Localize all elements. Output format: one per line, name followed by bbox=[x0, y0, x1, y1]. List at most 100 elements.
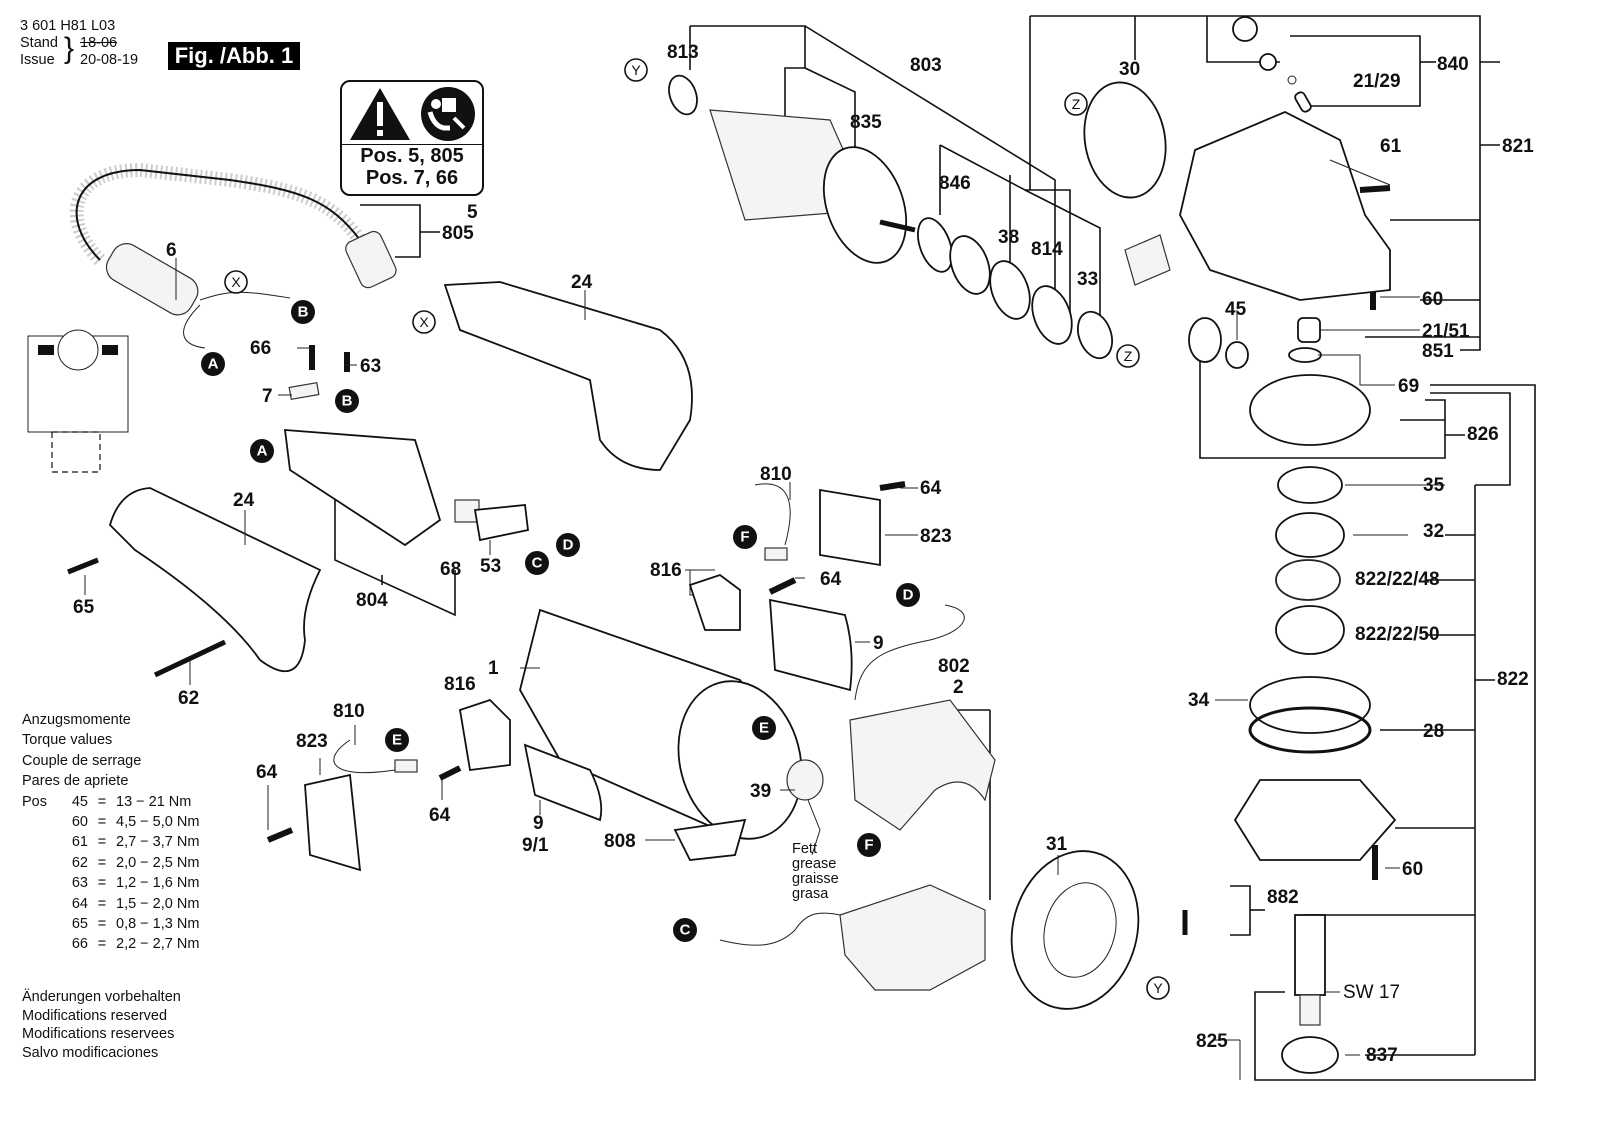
label-823a: 823 bbox=[920, 526, 952, 547]
ref-circle-y: Y bbox=[1146, 976, 1170, 1000]
connector-badge-e: E bbox=[752, 716, 776, 740]
label-1: 1 bbox=[488, 658, 499, 679]
label-826: 826 bbox=[1467, 424, 1499, 445]
label-846: 846 bbox=[939, 173, 971, 194]
label-66: 66 bbox=[250, 338, 271, 359]
note-en: Modifications reserved bbox=[22, 1007, 168, 1024]
label-60: 60 bbox=[1422, 289, 1443, 310]
connector-badge-e: E bbox=[385, 728, 409, 752]
svg-text:graisse: graisse bbox=[792, 871, 839, 887]
ref-circle-z: Z bbox=[1116, 344, 1140, 368]
leader-lines bbox=[84, 159, 1420, 1080]
label-816a: 816 bbox=[650, 560, 682, 581]
switch-assembly bbox=[283, 381, 529, 547]
label-7: 7 bbox=[262, 386, 273, 407]
label-835: 835 bbox=[850, 112, 882, 133]
svg-text:D: D bbox=[563, 537, 574, 554]
svg-text:A: A bbox=[208, 356, 219, 373]
warning-triangle-icon bbox=[350, 88, 410, 140]
svg-text:grasa: grasa bbox=[792, 886, 829, 902]
ref-circle-x: X bbox=[224, 270, 248, 294]
ref-circle-z: Z bbox=[1064, 92, 1088, 116]
torque-row: 60=4,5 − 5,0 Nm bbox=[71, 814, 200, 831]
brace: } bbox=[64, 32, 75, 65]
label-60b: 60 bbox=[1402, 859, 1423, 880]
label-24a: 24 bbox=[571, 272, 593, 293]
label-837: 837 bbox=[1366, 1045, 1398, 1066]
label-38: 38 bbox=[998, 227, 1019, 248]
label-803: 803 bbox=[910, 55, 942, 76]
issue-label: Issue bbox=[20, 52, 55, 68]
torque-title-en: Torque values bbox=[22, 732, 113, 749]
label-823b: 823 bbox=[296, 731, 328, 752]
connector-badge-f: F bbox=[733, 525, 757, 549]
label-804: 804 bbox=[356, 590, 388, 611]
svg-text:B: B bbox=[298, 304, 309, 321]
connector-badge-b: B bbox=[291, 300, 315, 324]
document-header: 3 601 H81 L03 Stand Issue } 18-06 20-08-… bbox=[20, 18, 138, 69]
label-39: 39 bbox=[750, 781, 771, 802]
torque-row: 65=0,8 − 1,3 Nm bbox=[71, 916, 200, 933]
label-808: 808 bbox=[604, 831, 636, 852]
label-64c: 64 bbox=[256, 762, 278, 783]
label-851: 851 bbox=[1422, 341, 1454, 362]
connector-badge-a: A bbox=[250, 439, 274, 463]
label-61: 61 bbox=[1380, 136, 1402, 157]
figure-title: Fig. /Abb. 1 bbox=[168, 42, 300, 70]
connector-badge-a: A bbox=[201, 352, 225, 376]
svg-text:Z: Z bbox=[1124, 348, 1133, 364]
torque-title-es: Pares de apriete bbox=[22, 773, 129, 790]
svg-text:D: D bbox=[903, 587, 914, 604]
label-822: 822 bbox=[1497, 669, 1529, 690]
warning-line-2: Pos. 7, 66 bbox=[365, 167, 459, 189]
label-31: 31 bbox=[1046, 834, 1068, 855]
label-24b: 24 bbox=[233, 490, 255, 511]
note-de: Änderungen vorbehalten bbox=[22, 989, 181, 1005]
svg-text:grease: grease bbox=[792, 856, 836, 872]
svg-text:Y: Y bbox=[631, 62, 641, 78]
label-882: 882 bbox=[1267, 887, 1299, 908]
label-34: 34 bbox=[1188, 690, 1210, 711]
label-816b: 816 bbox=[444, 674, 476, 695]
label-802: 802 bbox=[938, 656, 970, 677]
ref-circle-x: X bbox=[412, 310, 436, 334]
part-labels: 813 803 835 30 840 21/29 821 61 846 38 8… bbox=[73, 42, 1534, 1066]
label-9b: 9 bbox=[533, 813, 544, 834]
field-coils bbox=[719, 604, 996, 991]
label-69: 69 bbox=[1398, 376, 1419, 397]
label-33: 33 bbox=[1077, 269, 1098, 290]
torque-row: 66=2,2 − 2,7 Nm bbox=[71, 936, 200, 953]
connector-badge-c: C bbox=[525, 551, 549, 575]
label-810a: 810 bbox=[760, 464, 792, 485]
ref-circle-y: Y bbox=[624, 58, 648, 82]
label-64d: 64 bbox=[429, 805, 451, 826]
brush-holders bbox=[304, 483, 881, 872]
label-805: 805 bbox=[442, 223, 474, 244]
screws bbox=[67, 185, 1391, 935]
label-21-29: 21/29 bbox=[1353, 71, 1401, 92]
torque-row: 61=2,7 − 3,7 Nm bbox=[71, 834, 200, 851]
read-manual-icon bbox=[421, 87, 475, 141]
label-64b: 64 bbox=[820, 569, 842, 590]
svg-text:Z: Z bbox=[1072, 96, 1081, 112]
label-810b: 810 bbox=[333, 701, 365, 722]
old-date: 18-06 bbox=[80, 35, 118, 51]
label-28: 28 bbox=[1423, 721, 1444, 742]
label-sw17: SW 17 bbox=[1343, 982, 1400, 1003]
svg-text:X: X bbox=[231, 274, 241, 290]
label-68: 68 bbox=[440, 559, 461, 580]
torque-row: 62=2,0 − 2,5 Nm bbox=[71, 854, 200, 871]
motor-housing bbox=[519, 598, 853, 861]
spindle-stack bbox=[1233, 374, 1397, 1074]
gear-housing bbox=[1179, 16, 1391, 369]
connector-badge-c: C bbox=[673, 918, 697, 942]
armature bbox=[668, 74, 916, 264]
torque-title-de: Anzugsmomente bbox=[22, 712, 131, 728]
label-9a: 9 bbox=[873, 633, 884, 654]
connector-badge-d: D bbox=[556, 533, 580, 557]
torque-title-fr: Couple de serrage bbox=[22, 752, 142, 769]
circuit-schematic bbox=[27, 329, 129, 473]
label-814: 814 bbox=[1031, 239, 1063, 260]
